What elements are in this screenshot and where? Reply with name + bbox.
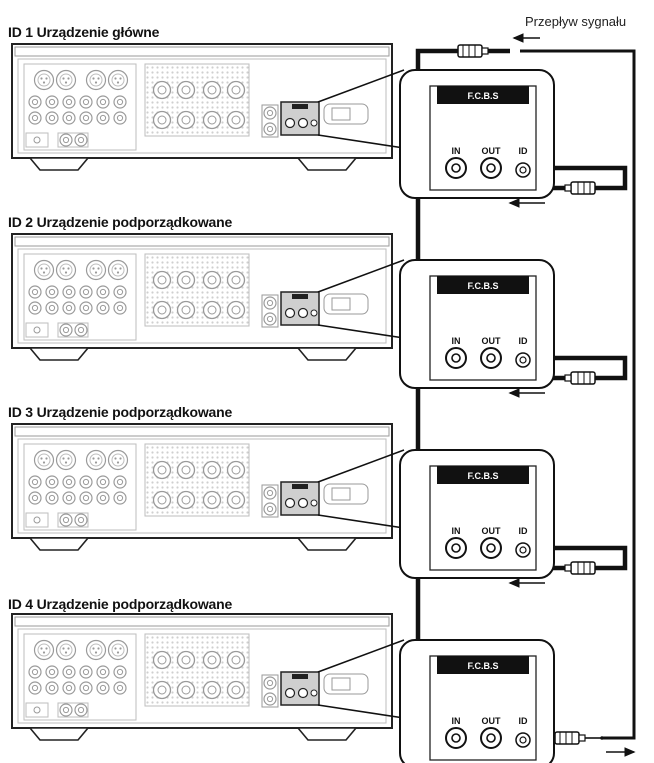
id-label: ID xyxy=(519,526,529,536)
fcbs-title: F.C.B.S xyxy=(467,91,498,101)
in-label: IN xyxy=(452,526,461,536)
unit-1-label: ID 1 Urządzenie główne xyxy=(8,24,160,40)
out-label: OUT xyxy=(482,336,502,346)
out-label: OUT xyxy=(482,146,502,156)
id-label: ID xyxy=(519,146,529,156)
in-label: IN xyxy=(452,716,461,726)
out-label: OUT xyxy=(482,716,502,726)
fcbs-title: F.C.B.S xyxy=(467,281,498,291)
amplifier-rear-panel-3 xyxy=(11,423,405,551)
amplifier-rear-panel-2 xyxy=(11,233,405,361)
unit-2-label: ID 2 Urządzenie podporządkowane xyxy=(8,214,233,230)
foot-icon xyxy=(296,347,358,361)
signal-flow-label: Przepływ sygnału xyxy=(525,14,627,29)
foot-icon xyxy=(296,157,358,171)
id-label: ID xyxy=(519,336,529,346)
unit-4-label: ID 4 Urządzenie podporządkowane xyxy=(8,596,233,612)
foot-icon xyxy=(296,727,358,741)
fcbs-title: F.C.B.S xyxy=(467,471,498,481)
fcbs-magnified-panel-3: F.C.B.S IN OUT ID xyxy=(399,449,555,579)
fcbs-title: F.C.B.S xyxy=(467,661,498,671)
unit-3-label: ID 3 Urządzenie podporządkowane xyxy=(8,404,233,420)
amplifier-rear-panel-4 xyxy=(11,613,405,741)
foot-icon xyxy=(28,537,90,551)
foot-icon xyxy=(296,537,358,551)
in-label: IN xyxy=(452,146,461,156)
amplifier-rear-panel-1 xyxy=(11,43,405,171)
fcbs-magnified-panel-1: F.C.B.S IN OUT ID xyxy=(399,69,555,199)
foot-icon xyxy=(28,727,90,741)
out-label: OUT xyxy=(482,526,502,536)
in-label: IN xyxy=(452,336,461,346)
fcbs-magnified-panel-4: F.C.B.S IN OUT ID xyxy=(399,639,555,763)
foot-icon xyxy=(28,347,90,361)
id-label: ID xyxy=(519,716,529,726)
fcbs-magnified-panel-2: F.C.B.S IN OUT ID xyxy=(399,259,555,389)
foot-icon xyxy=(28,157,90,171)
